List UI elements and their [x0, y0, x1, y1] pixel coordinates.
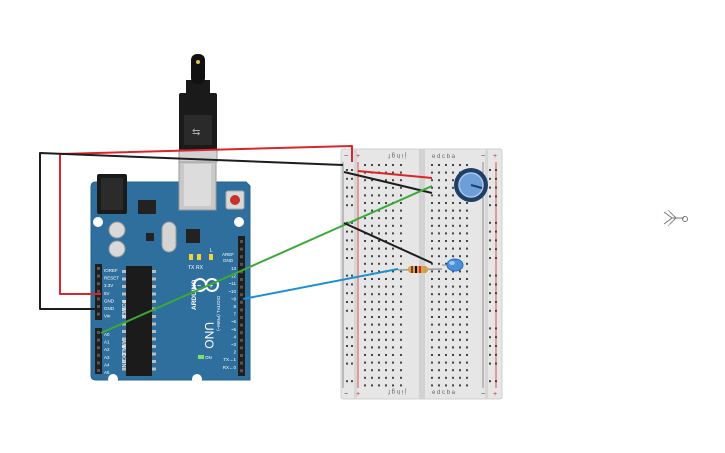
power-pin-label-4: GND: [104, 298, 115, 303]
breadboard-minus-label-top-right: −: [481, 153, 485, 160]
digital-pin-label-12: TX→1: [223, 357, 236, 362]
power-header-label: POWER: [120, 300, 126, 319]
l-label: L: [210, 248, 213, 254]
digital-pin-label-8: ~5: [231, 327, 237, 332]
led[interactable]: [442, 258, 464, 272]
digital-pin-label-6: 7: [233, 312, 236, 317]
on-label: ON: [205, 355, 212, 360]
power-pin-label-2: 3.3V: [104, 283, 113, 288]
breadboard-minus-label-top: −: [344, 153, 348, 160]
chip-legs: [122, 270, 156, 371]
breadboard-col-letters-left-top: j i h g f: [388, 152, 407, 158]
wire-green-a0[interactable]: [100, 185, 433, 334]
gnd-label: GND: [223, 258, 234, 263]
wire-red-pot-power[interactable]: [357, 170, 433, 179]
rx-label: RX: [196, 265, 204, 271]
breadboard-col-letters-left-bottom: j i h g f: [388, 388, 407, 394]
breadboard-minus-label-bottom-right: −: [481, 391, 485, 398]
resistor[interactable]: [397, 266, 443, 273]
wire-blue-pin9[interactable]: [242, 268, 399, 300]
power-pin-label-5: GND: [104, 306, 115, 311]
digital-pin-label-13: RX←0: [223, 365, 237, 370]
breadboard-col-letters-right-top: e d c b a: [432, 154, 456, 160]
digital-pin-label-1: 12: [231, 274, 237, 279]
power-pin-labels: IOREF RESET 3.3V 5V GND GND Vin: [104, 268, 119, 319]
analog-pin-label-3: A3: [104, 355, 110, 360]
digital-pin-label-4: ~9: [231, 296, 237, 301]
digital-pin-label-7: ~6: [231, 319, 237, 324]
analog-pin-label-5: A5: [104, 370, 110, 375]
model-text: UNO: [202, 322, 216, 349]
analog-pin-label-0: A0: [104, 332, 110, 337]
digital-pin-labels: 13 12 ~11 ~10 ~9 8 7 ~6 ~5 4 ~3 2TX→1RX←0: [223, 266, 237, 370]
breadboard-plus-label-top: +: [356, 153, 360, 160]
tx-label: TX: [188, 265, 195, 271]
digital-header-label: DIGITAL (PWM~): [216, 296, 221, 331]
analog-header-label: ANALOG IN: [120, 340, 126, 368]
digital-pin-label-10: ~3: [231, 342, 237, 347]
power-pin-label-0: IOREF: [104, 268, 118, 273]
wire-black-pot-gnd[interactable]: [343, 171, 433, 194]
analog-pin-label-4: A4: [104, 362, 110, 367]
power-pin-label-3: 5V: [104, 291, 110, 296]
breadboard-col-letters-right-bottom: e d c b a: [432, 390, 456, 396]
breadboard[interactable]: j i h g f e d c b a j i h g f e d c b a …: [340, 148, 503, 400]
digital-pin-label-0: 13: [231, 266, 237, 271]
analog-pin-label-1: A1: [104, 340, 110, 345]
aref-label: AREF: [222, 252, 234, 257]
wire-black-gnd[interactable]: [39, 152, 344, 310]
analog-header[interactable]: [95, 328, 102, 374]
digital-pin-label-5: 8: [233, 304, 236, 309]
analog-pin-label-2: A2: [104, 347, 110, 352]
digital-pin-label-11: 2: [233, 350, 236, 355]
power-pin-label-1: RESET: [104, 276, 119, 281]
digital-pin-label-2: ~11: [229, 281, 237, 286]
breadboard-plus-label-bottom: +: [356, 391, 360, 398]
multimeter-probe-icon[interactable]: [663, 209, 688, 227]
breadboard-minus-label-bottom: −: [344, 391, 348, 398]
digital-pin-label-3: ~10: [228, 289, 236, 294]
arduino-logo: − +: [193, 278, 219, 292]
arduino-logo-text: ARDUINO: [191, 280, 198, 310]
usb-icon: ⇆: [192, 127, 200, 138]
breadboard-plus-label-top-right: +: [493, 153, 497, 160]
svg-text:−: −: [197, 283, 201, 290]
usb-cable[interactable]: ⇆: [178, 54, 218, 163]
wire-black-led-gnd[interactable]: [343, 222, 433, 264]
potentiometer[interactable]: [454, 168, 488, 202]
digital-pin-label-9: 4: [233, 334, 236, 339]
svg-text:+: +: [209, 283, 213, 290]
digital-header[interactable]: [238, 236, 245, 376]
breadboard-plus-label-bottom-right: +: [493, 391, 497, 398]
power-pin-label-6: Vin: [104, 314, 111, 319]
arduino-uno-board[interactable]: TX RX L ON − + ARDUINO UNO AREF GND 13 12…: [90, 159, 251, 384]
